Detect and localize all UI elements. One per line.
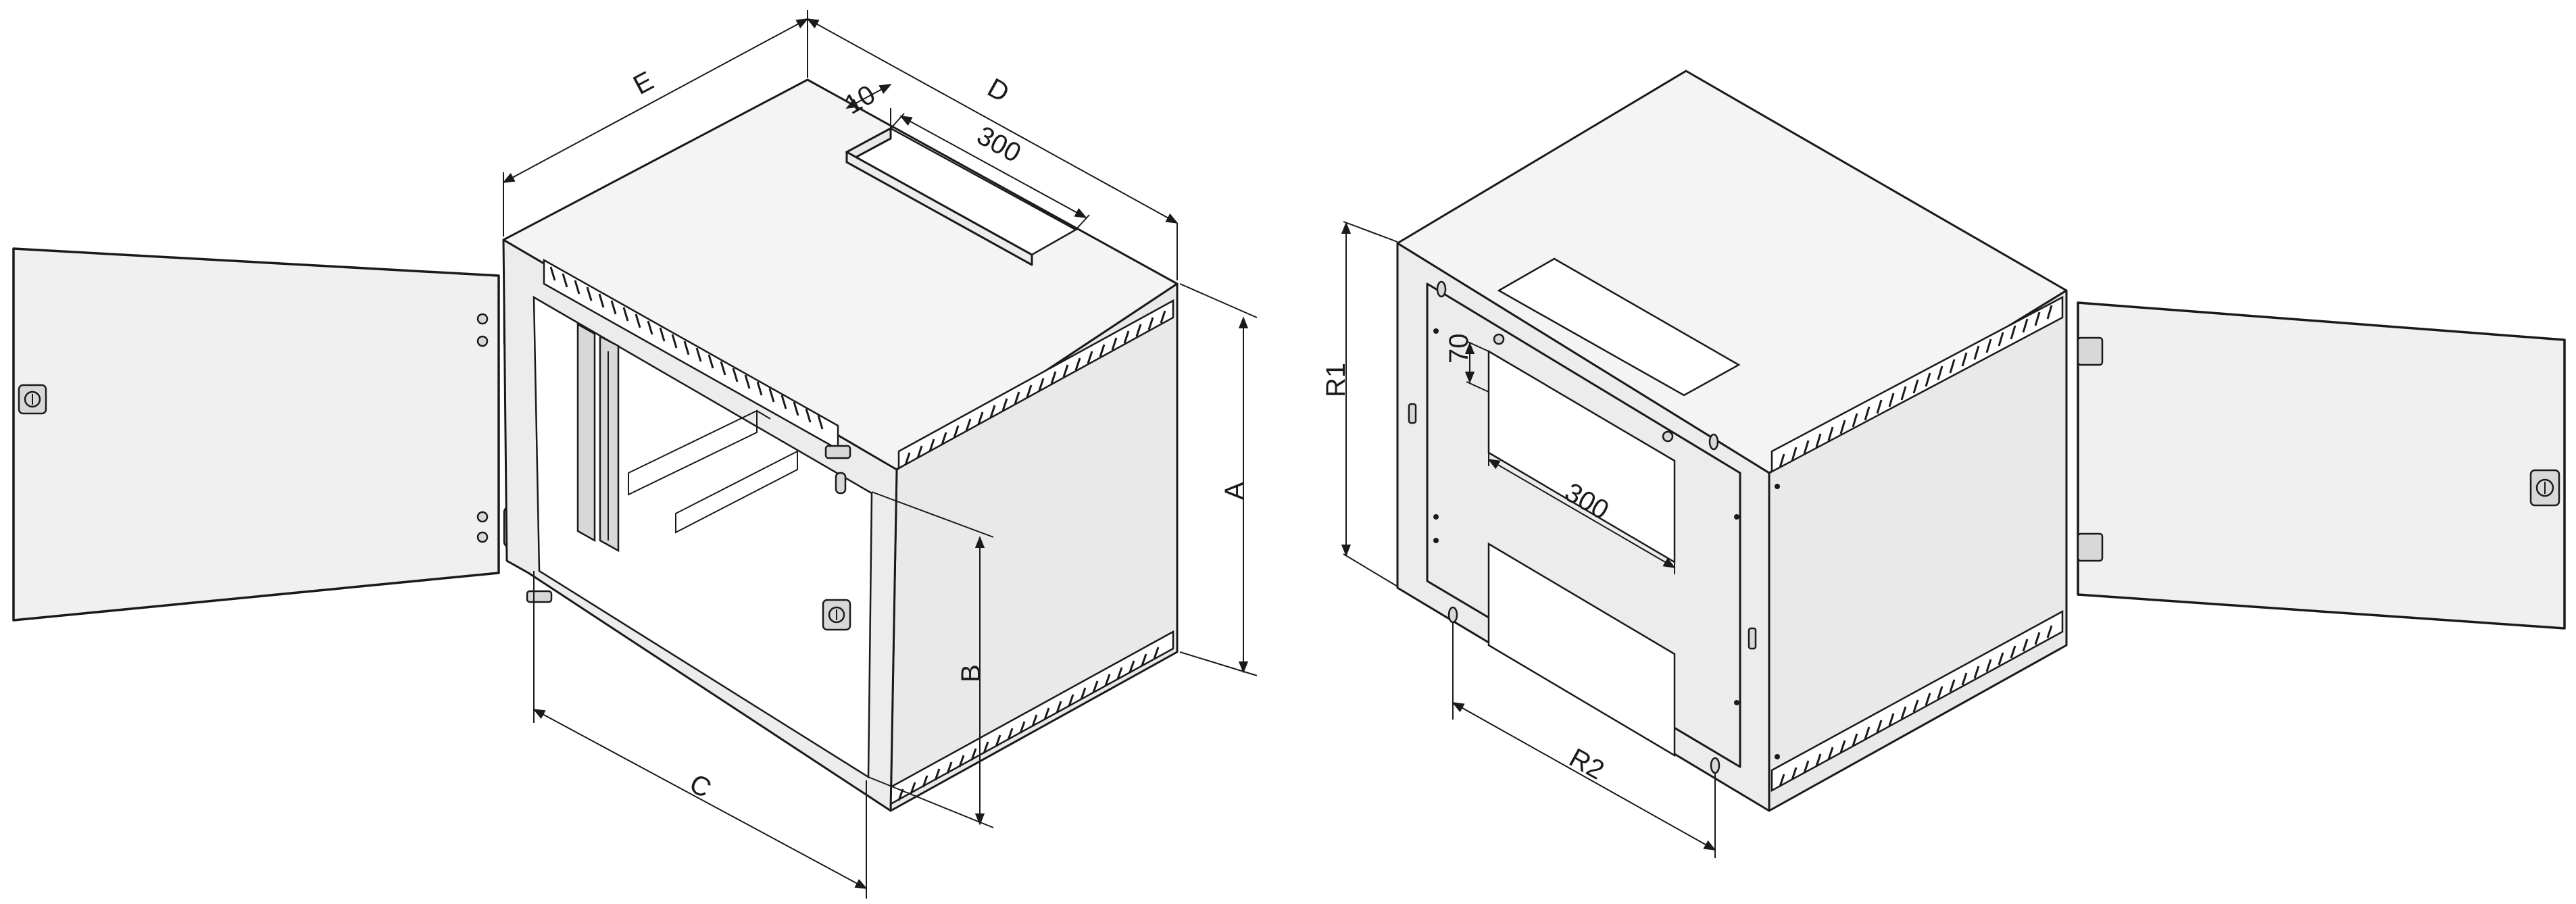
door-lock-icon [18,384,47,415]
left-view-cabinet [12,78,1179,812]
dimension-e-label: E [628,66,658,100]
right-side-fasteners [1748,484,1780,759]
dimension-e-line [502,18,809,183]
left-side-vent-slots [897,310,1166,801]
left-open-door [12,247,500,622]
right-door-lock-icon [2529,469,2560,507]
front-handle-slot [835,472,847,495]
right-open-door [2077,301,2566,630]
right-side-vent-slots [1779,305,2053,787]
dimension-c-line [532,709,868,889]
dimension-b-label: B [956,664,986,682]
right-front-fasteners [1408,280,1739,774]
dimension-slot-300-line [899,116,1087,218]
right-view-cabinet [1396,70,2566,812]
dimension-r1-label: R1 [1321,363,1351,397]
left-side-vents [889,299,1174,806]
front-lower-badge [526,590,553,603]
left-mounting-rails [576,322,798,553]
dimension-slot-10-line [845,84,892,109]
dimension-a-label: A [1220,482,1249,500]
dimension-window-70-label: 70 [1444,334,1474,364]
dimension-c-label: C [685,768,716,803]
dimension-d-label: D [983,73,1014,108]
front-latch-badge [824,445,851,459]
dimension-slot-300-label: 300 [972,120,1026,168]
dimension-r2-label: R2 [1564,743,1609,785]
front-lock-icon [822,599,851,631]
dimension-r2-line [1452,702,1716,851]
left-front-vent-slots [549,266,824,430]
right-top-cable-slot [1497,257,1741,397]
dimension-window-300-line [1487,459,1676,568]
